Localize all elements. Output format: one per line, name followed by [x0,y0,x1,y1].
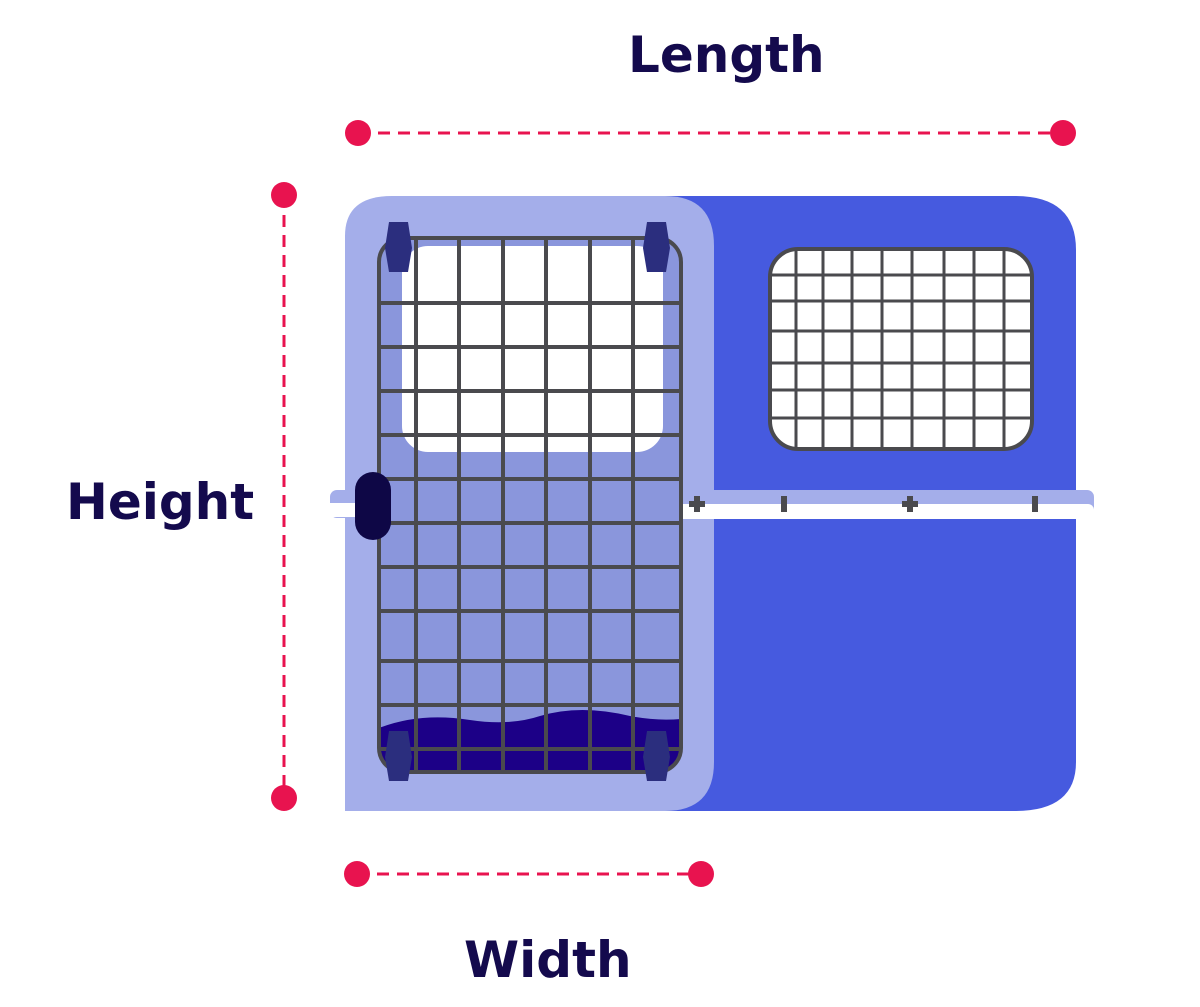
width-dimension-line [344,861,714,887]
width-end-dot [688,861,714,887]
length-start-dot [345,120,371,146]
height-dimension-line [271,182,297,811]
length-end-dot [1050,120,1076,146]
hinge-bottom-right [643,731,670,781]
height-bottom-dot [271,785,297,811]
length-label: Length [628,26,825,84]
length-dimension-line [345,120,1076,146]
crate-rim-highlight [664,504,1094,519]
door-hinges [385,222,670,781]
crate-door [377,236,683,774]
door-grille [379,238,681,772]
height-label: Height [66,473,255,531]
door-latch-icon [355,472,391,540]
crate-bedding [379,710,681,772]
rim-bolts [689,496,1038,512]
side-window-grille [768,247,1034,451]
hinge-top-left [385,222,412,272]
pet-carrier-crate-icon [330,196,1094,811]
hinge-top-right [643,222,670,272]
hinge-bottom-left [385,731,412,781]
width-label: Width [464,931,632,989]
height-top-dot [271,182,297,208]
width-start-dot [344,861,370,887]
